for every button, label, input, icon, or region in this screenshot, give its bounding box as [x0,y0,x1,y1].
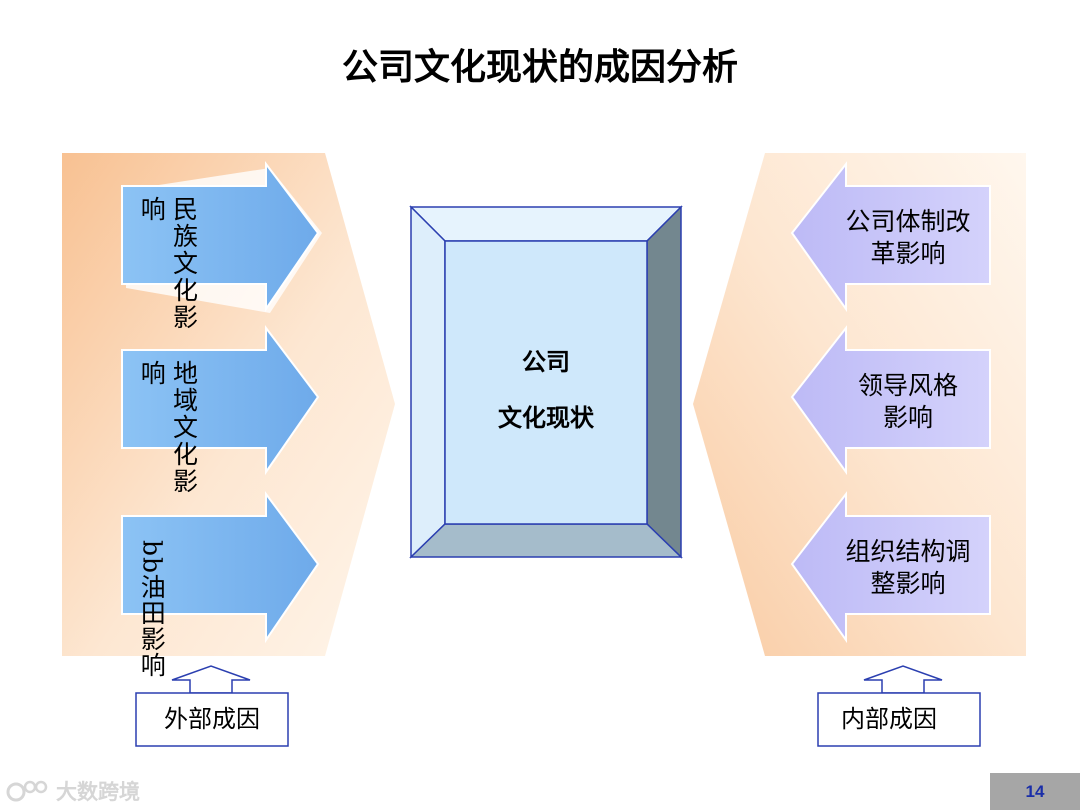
left-arrow-2-col2: 响 [137,360,167,387]
right-arrow-3-line2: 整影响 [870,569,946,598]
page-number: 14 [990,773,1080,810]
watermark-text: 大数跨境 [56,780,140,804]
left-arrow-1-label: 民族文化影 响 [137,196,199,331]
left-arrow-3 [121,490,320,644]
right-arrow-1-label: 公司体制改 革影响 [838,206,978,270]
internal-label-box [817,692,981,747]
right-arrow-1-line1: 公司体制改 [845,207,971,236]
external-factors-label: 外部成因 [164,705,260,733]
left-arrow-2-label: 地域文化影 响 [137,360,199,495]
left-arrow-1-col1: 民族文化影 [169,196,199,331]
left-arrow-3-col1: bb油田影响 [137,540,167,679]
external-label-box [135,692,289,747]
right-arrow-3 [790,491,991,644]
right-arrow-2-line2: 影响 [882,403,933,432]
right-arrow-3-line1: 组织结构调 [845,537,971,566]
right-arrow-1-line2: 革影响 [870,239,946,268]
right-arrow-2-label: 领导风格 影响 [838,370,978,434]
left-arrow-3-label: bb油田影响 [137,540,167,679]
watermark: 大数跨境 [6,776,140,806]
right-arrow-2-line1: 领导风格 [857,371,958,400]
left-arrow-2-col1: 地域文化影 [169,360,199,495]
internal-up-arrow [863,665,943,694]
external-up-arrow [171,665,251,694]
left-arrow-1 [121,161,322,313]
center-bevel-frame [409,205,683,559]
center-label-line1: 公司 [522,348,570,376]
watermark-logo-icon [6,780,48,802]
internal-factors-label: 内部成因 [841,705,937,733]
left-arrow-1-col2: 响 [137,196,167,223]
right-arrow-3-label: 组织结构调 整影响 [838,536,978,600]
page-title: 公司文化现状的成因分析 [341,47,738,88]
right-arrow-1 [790,161,991,313]
right-arrow-2 [790,325,991,476]
left-arrow-2 [121,325,320,476]
center-label-line2: 文化现状 [498,404,594,432]
